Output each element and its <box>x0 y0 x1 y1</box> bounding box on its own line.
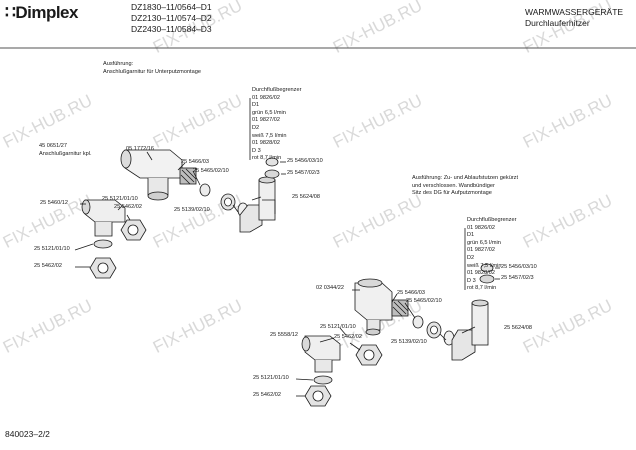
flow-limiter-line: grün 6,5 l/min <box>252 109 286 116</box>
part-label: 25 5139/02/10 <box>391 339 427 345</box>
nut-bottom-mid <box>355 344 383 366</box>
tee-fitting-bottom <box>354 278 409 336</box>
part-label: 25 5139/02/10 <box>174 207 210 213</box>
part-label: 25 5121/01/10 <box>320 324 356 330</box>
part-label: 25 5465/02/10 <box>193 168 229 174</box>
tee-fitting-bottom-left <box>301 335 341 385</box>
part-label: 25 5466/03 <box>397 290 425 296</box>
nut-bottom-bottom <box>304 385 332 407</box>
leader-line <box>461 326 476 334</box>
document-number: 840023–2/2 <box>5 429 50 439</box>
note-line: und verschlossen. Wandbündiger <box>412 182 495 189</box>
part-label: 05 1772/16 <box>126 146 154 152</box>
part-label: 25 5462/02 <box>34 263 62 269</box>
part-label: 25 5462/02 <box>334 334 362 340</box>
leader-line <box>251 196 262 201</box>
leader-line <box>339 327 347 336</box>
part-label: 25 5457/02/3 <box>501 275 534 281</box>
part-set-label: 45 0651/27 Anschlußgarnitur kpl. <box>39 143 92 158</box>
part-label: 25 5462/02 <box>114 204 142 210</box>
flow-limiter-line: 01 9827/02 <box>467 247 495 254</box>
variant-note-top: Ausführung: Anschlußgarnitur für Unterpu… <box>103 61 201 76</box>
leader-line <box>117 205 123 211</box>
part-label: 25 5457/02/3 <box>287 170 320 176</box>
flow-limiter-line: weiß 7,5 l/min <box>467 262 502 269</box>
model-number: DZ2130–11/0574–D2 <box>131 13 212 23</box>
part-label: 25 5121/01/10 <box>253 375 289 381</box>
leader-line <box>295 378 314 381</box>
leader-line <box>349 342 361 351</box>
category-subtitle: Durchlauferhitzer <box>525 18 590 28</box>
flow-limiter-line: grün 6,5 l/min <box>467 239 501 246</box>
flow-limiter-line: 01 9828/02 <box>252 140 280 147</box>
cap-icon <box>480 263 494 273</box>
flow-limiter-line: D 3 <box>252 147 261 154</box>
flow-limiter-line: rot 8,7 l/min <box>467 285 497 292</box>
note-line: Sitz des DG für Aufputzmontage <box>412 190 492 197</box>
flow-limiter-line: 01 9826/02 <box>252 94 280 101</box>
flow-limiter-list-bottom: Durchflußbegrenzer 01 9826/02 D1 grün 6,… <box>467 217 516 293</box>
leader-line <box>146 151 153 161</box>
flow-limiter-line: D1 <box>467 232 475 239</box>
flow-limiter-line: Durchflußbegrenzer <box>467 217 517 223</box>
nut-top-mid <box>120 219 147 241</box>
angle-valve-bottom <box>451 299 489 361</box>
nut-top-bottom <box>89 257 117 279</box>
part-label: 25 5462/02 <box>253 392 281 398</box>
part-label: 25 5558/12 <box>270 332 298 338</box>
leader-line <box>232 204 239 213</box>
part-label: 25 5121/01/10 <box>102 196 138 202</box>
part-label: 25 5121/01/10 <box>34 246 70 252</box>
part-number: 45 0651/27 <box>39 143 67 149</box>
part-label: 25 5460/12 <box>40 200 68 206</box>
leader-line <box>192 170 201 186</box>
washer-icon <box>199 183 211 197</box>
cap-icon <box>264 169 280 179</box>
leader-line <box>319 337 335 343</box>
brand-logo: ∷Dimplex <box>5 3 78 23</box>
leader-line <box>126 214 131 221</box>
model-number: DZ1830–11/0564–D1 <box>131 2 212 12</box>
part-label: 25 5624/08 <box>292 194 320 200</box>
part-label: 02 0344/22 <box>316 285 344 291</box>
part-label: 25 5624/08 <box>504 325 532 331</box>
dimplex-logo-icon: ∷ <box>5 3 16 22</box>
leader-line <box>74 243 94 251</box>
note-line: Anschlußgarnitur für Unterputzmontage <box>103 68 201 75</box>
part-label: 25 5456/03/10 <box>287 158 323 164</box>
leader-line <box>391 293 398 303</box>
flow-limiter-line: D2 <box>467 254 475 261</box>
tee-fitting-left <box>81 199 126 249</box>
flow-limiter-line: rot 8,7 l/min <box>252 155 282 162</box>
leader-line <box>177 162 186 171</box>
washer-icon <box>412 315 424 329</box>
flow-limiter-line: Durchflußbegrenzer <box>252 87 302 93</box>
part-description: Anschlußgarnitur kpl. <box>39 150 92 157</box>
leader-line <box>439 333 447 341</box>
part-label: 25 5466/03 <box>181 159 209 165</box>
leader-line <box>404 302 416 319</box>
tee-fitting-top <box>120 149 197 201</box>
flow-limiter-line: D 3 <box>467 277 476 284</box>
flow-limiter-line: D1 <box>252 102 260 109</box>
flow-limiter-line: D2 <box>252 124 260 131</box>
model-number: DZ2430–11/0584–D3 <box>131 24 212 34</box>
category-title: WARMWASSERGERÄTE <box>525 7 624 17</box>
flow-limiter-line: 01 9826/02 <box>467 224 495 231</box>
flow-limiter-list-top: Durchflußbegrenzer 01 9826/02 D1 grün 6,… <box>252 87 301 163</box>
cap-icon <box>479 274 495 284</box>
part-label: 25 5456/03/10 <box>501 264 537 270</box>
cap-icon <box>265 157 279 167</box>
brand-name: Dimplex <box>15 3 78 22</box>
flow-limiter-line: weiß 7,5 l/min <box>252 132 287 139</box>
flow-limiter-line: 01 9828/02 <box>467 270 495 277</box>
angle-valve-top <box>239 176 276 233</box>
part-label: 25 5465/02/10 <box>406 298 442 304</box>
note-line: Ausführung: Zu- und Ablaufstutzen gekürz… <box>412 175 519 181</box>
note-line: Ausführung: <box>103 61 134 67</box>
flow-limiter-line: 01 9827/02 <box>252 117 280 124</box>
variant-note-bottom: Ausführung: Zu- und Ablaufstutzen gekürz… <box>412 175 518 198</box>
